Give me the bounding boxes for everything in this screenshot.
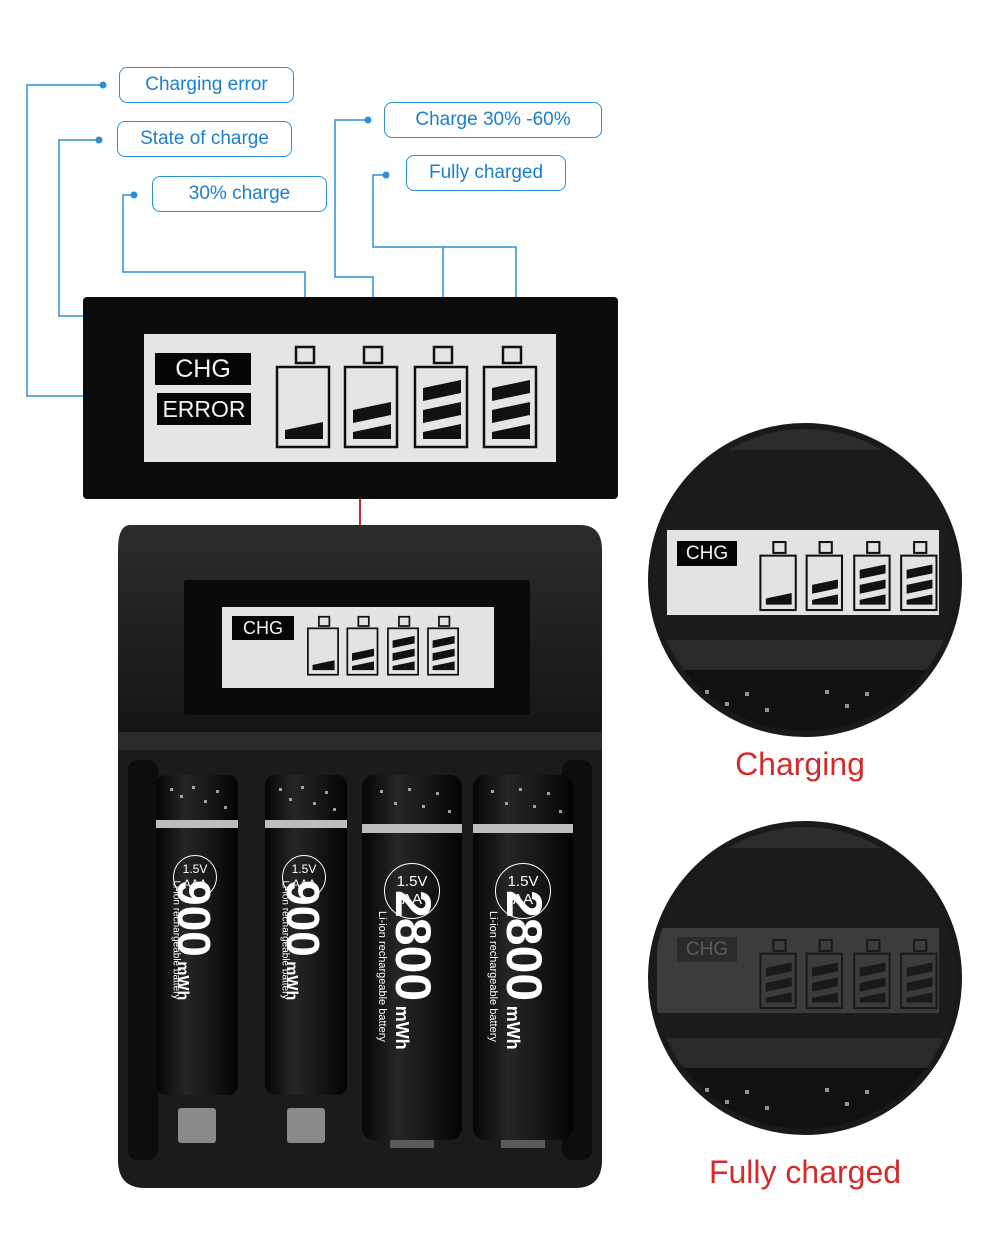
charger-lcd-chg-label: CHG bbox=[232, 616, 294, 640]
lens-charging bbox=[648, 423, 962, 737]
battery-1-type: Li-ion rechargeable battery bbox=[170, 880, 182, 1000]
lens-fully-charged-chg-label: CHG bbox=[677, 937, 737, 962]
lcd-cell-icons-enlarged bbox=[275, 345, 538, 449]
callout-fully-charged: Fully charged bbox=[406, 155, 566, 191]
callout-charging-error: Charging error bbox=[119, 67, 294, 103]
battery-4-capacity: 2800 bbox=[496, 890, 552, 1002]
caption-charging: Charging bbox=[735, 746, 865, 782]
battery-4-type: Li-ion rechargeable battery bbox=[487, 911, 499, 1042]
callout-30-charge: 30% charge bbox=[152, 176, 327, 212]
callout-charge-30-60: Charge 30% -60% bbox=[384, 102, 602, 138]
lens-charging-chg-label: CHG bbox=[677, 541, 737, 566]
battery-slots bbox=[156, 775, 573, 1148]
battery-4-unit: mWh bbox=[503, 1005, 523, 1050]
battery-3-type: Li-ion rechargeable battery bbox=[376, 911, 388, 1042]
battery-3-unit: mWh bbox=[392, 1005, 412, 1050]
lcd-error-label: ERROR bbox=[157, 393, 251, 425]
callout-state-of-charge: State of charge bbox=[117, 121, 292, 157]
battery-2-type: Li-ion rechargeable battery bbox=[279, 880, 291, 1000]
lcd-chg-label: CHG bbox=[155, 353, 251, 385]
battery-3-capacity: 2800 bbox=[385, 890, 441, 1002]
battery-charger bbox=[118, 525, 602, 1188]
lens-fully-charged bbox=[648, 821, 962, 1135]
caption-fully-charged: Fully charged bbox=[708, 1154, 902, 1190]
